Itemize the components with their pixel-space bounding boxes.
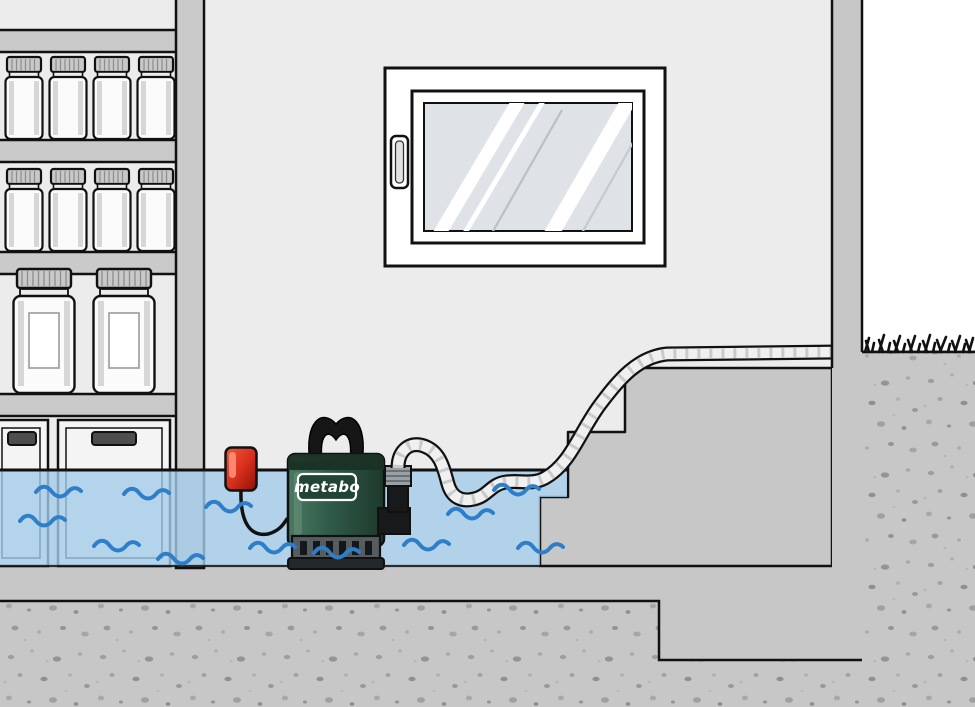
float-switch-highlight [229,452,236,478]
wave-mark [204,499,253,514]
pump-label [296,472,358,502]
hose-coupling-threads [386,470,410,482]
outside-ground [862,333,975,707]
exterior-wall [830,0,864,658]
wave-mark [248,540,297,555]
wave-mark [34,484,83,499]
window [383,66,667,268]
glass-reflection [433,103,632,231]
wave-mark [402,537,451,552]
slab-edge-line [0,599,862,662]
jar-large [12,267,76,395]
shelf-board [0,28,182,54]
wave-mark [312,545,361,560]
wave-mark [122,486,171,501]
pump-outlet-elbow [377,507,411,535]
window-handle-grip [394,140,405,184]
float-switch [224,446,258,492]
jar [48,167,88,253]
pump: metabo [286,416,412,570]
jar [92,55,132,141]
wave-mark [156,551,205,566]
waves [18,482,565,566]
shelf-board [0,138,182,164]
jar [136,55,176,141]
exterior-wall-beam [832,0,862,658]
basement-floor [0,566,862,707]
wave-mark [516,540,565,555]
strainer-slot [339,541,346,555]
grass [864,338,972,354]
cabinet-handle [91,431,137,446]
jar [92,167,132,253]
wave-mark [18,513,67,528]
strainer-slot [300,541,307,555]
jar-large [92,267,156,395]
wave-mark [492,482,541,497]
water-fill [0,470,567,566]
pump-outlet-riser [387,483,409,513]
jar [48,55,88,141]
outside-earth-speckle [862,350,975,707]
pump-cap-lower [288,462,384,470]
jar [4,167,44,253]
cabinet-handle [7,431,37,446]
shelf-board [0,392,182,418]
jar [4,55,44,141]
concrete-speckle [0,601,862,707]
wave-mark [446,506,495,521]
strainer-slot [326,541,333,555]
float-switch-cable [239,488,289,537]
jar [136,167,176,253]
pump-brand-text: metabo [294,478,360,496]
water [0,468,567,568]
strainer-slot [365,541,372,555]
pump-base [287,557,385,570]
wave-mark [92,538,141,553]
